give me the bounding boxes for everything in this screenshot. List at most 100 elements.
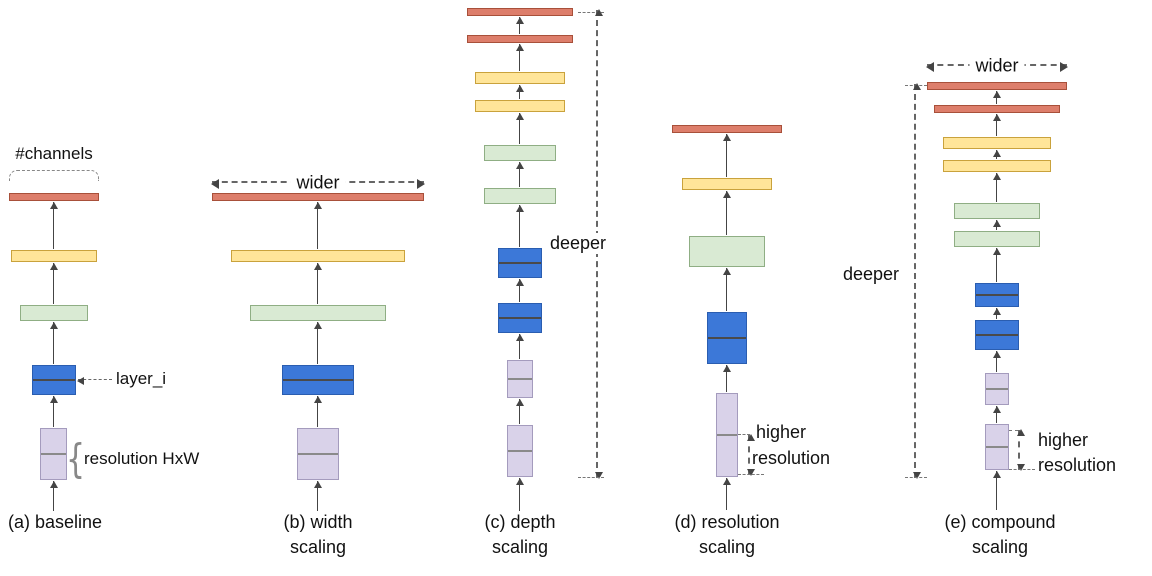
higher-resolution-label-line1: higher <box>1038 430 1089 450</box>
layer-bar-yellow <box>943 160 1051 172</box>
flow-arrow <box>992 91 1001 104</box>
input-arrow <box>49 481 58 511</box>
panel-caption: (b) width scaling <box>283 510 352 560</box>
panel-caption-line2: scaling <box>971 537 1029 557</box>
deeper-extent-tick <box>578 12 604 13</box>
flow-arrow <box>722 268 731 311</box>
channels-bar-red <box>9 193 99 201</box>
channels-label: #channels <box>15 144 93 163</box>
flow-arrow <box>49 263 58 304</box>
higher-resolution-tick <box>738 434 750 435</box>
panel-caption: (d) resolution scaling <box>674 510 779 560</box>
flow-arrow <box>313 202 322 249</box>
flow-arrow <box>313 322 322 364</box>
higher-resolution-arrow <box>1017 429 1025 471</box>
higher-resolution-arrow <box>747 434 755 476</box>
layer-bar-yellow <box>475 72 565 84</box>
layer-bar-green <box>484 145 556 161</box>
flow-arrow <box>515 399 524 424</box>
flow-arrow <box>515 44 524 71</box>
flow-arrow <box>313 263 322 304</box>
input-arrow <box>313 481 322 511</box>
flow-arrow <box>313 396 322 427</box>
layer-box-blue <box>975 283 1019 307</box>
layer-bar-yellow <box>682 178 772 190</box>
layer-bar-green <box>484 188 556 204</box>
flow-arrow <box>992 150 1001 159</box>
layer-bar-yellow <box>475 100 565 112</box>
flow-arrow <box>992 351 1001 372</box>
layer-bar-green <box>689 236 765 267</box>
flow-arrow <box>515 85 524 99</box>
wider-label: wider <box>290 172 346 194</box>
layer-box-blue <box>282 365 354 395</box>
layer-bar-green <box>954 231 1040 247</box>
layer-box-blue <box>707 312 747 364</box>
deeper-extent-tick <box>905 477 927 478</box>
layer-box-blue <box>498 303 542 333</box>
input-box-purple <box>507 360 533 398</box>
wider-arrow: wider <box>211 172 425 194</box>
flow-arrow <box>992 406 1001 423</box>
flow-arrow <box>49 322 58 364</box>
channels-brace <box>9 170 99 181</box>
input-arrow <box>722 478 731 510</box>
layer-bar-green <box>250 305 386 321</box>
layer-box-blue <box>498 248 542 278</box>
layer-label: layer_i <box>116 369 167 388</box>
flow-arrow <box>515 279 524 302</box>
input-box-purple <box>985 373 1009 405</box>
higher-resolution-label-line1: higher <box>756 422 807 442</box>
input-box-purple <box>40 428 67 480</box>
channels-bar-red <box>934 105 1060 113</box>
panel-caption: (c) depth scaling <box>484 510 555 560</box>
flow-arrow <box>515 205 524 247</box>
panel-caption-line1: (b) width <box>283 512 353 532</box>
higher-resolution-label-line2: resolution <box>1038 455 1117 475</box>
channels-bar-red <box>927 82 1067 90</box>
higher-resolution-tick <box>738 474 764 475</box>
channels-bar-red <box>672 125 782 133</box>
higher-resolution-tick <box>1009 469 1035 470</box>
input-arrow <box>515 478 524 511</box>
flow-arrow <box>992 248 1001 282</box>
panel-caption-line1: (a) baseline <box>7 512 103 532</box>
panel-caption-line2: scaling <box>698 537 756 557</box>
higher-resolution-label-line2: resolution <box>752 448 831 468</box>
input-box-purple <box>716 393 738 477</box>
channels-bar-red <box>467 8 573 16</box>
input-box-purple <box>297 428 339 480</box>
wider-label: wider <box>969 55 1025 77</box>
deeper-label: deeper <box>843 264 900 284</box>
flow-arrow <box>515 334 524 359</box>
flow-arrow <box>515 162 524 187</box>
input-arrow <box>992 471 1001 510</box>
input-box-purple <box>985 424 1009 470</box>
deeper-label: deeper <box>546 233 611 254</box>
channels-bar-red <box>212 193 424 201</box>
flow-arrow <box>722 134 731 177</box>
channels-bar-red <box>467 35 573 43</box>
layer-bar-yellow <box>11 250 97 262</box>
higher-resolution-tick <box>1009 430 1018 431</box>
flow-arrow <box>49 396 58 427</box>
panel-caption: (a) baseline <box>8 510 102 535</box>
layer-box-blue <box>975 320 1019 350</box>
panel-caption-line2: scaling <box>491 537 549 557</box>
layer-bar-green <box>954 203 1040 219</box>
flow-arrow <box>515 17 524 34</box>
panel-caption-line1: (c) depth <box>484 512 556 532</box>
resolution-brace: { <box>66 435 86 484</box>
layer-box-blue <box>32 365 76 395</box>
resolution-label: resolution HxW <box>84 449 200 468</box>
flow-arrow <box>515 113 524 144</box>
flow-arrow <box>992 220 1001 230</box>
panel-caption-line1: (d) resolution <box>674 512 780 532</box>
flow-arrow <box>722 191 731 235</box>
deeper-arrow <box>913 83 921 479</box>
flow-arrow <box>992 114 1001 136</box>
flow-arrow <box>992 308 1001 319</box>
layer-bar-green <box>20 305 88 321</box>
input-box-purple <box>507 425 533 477</box>
